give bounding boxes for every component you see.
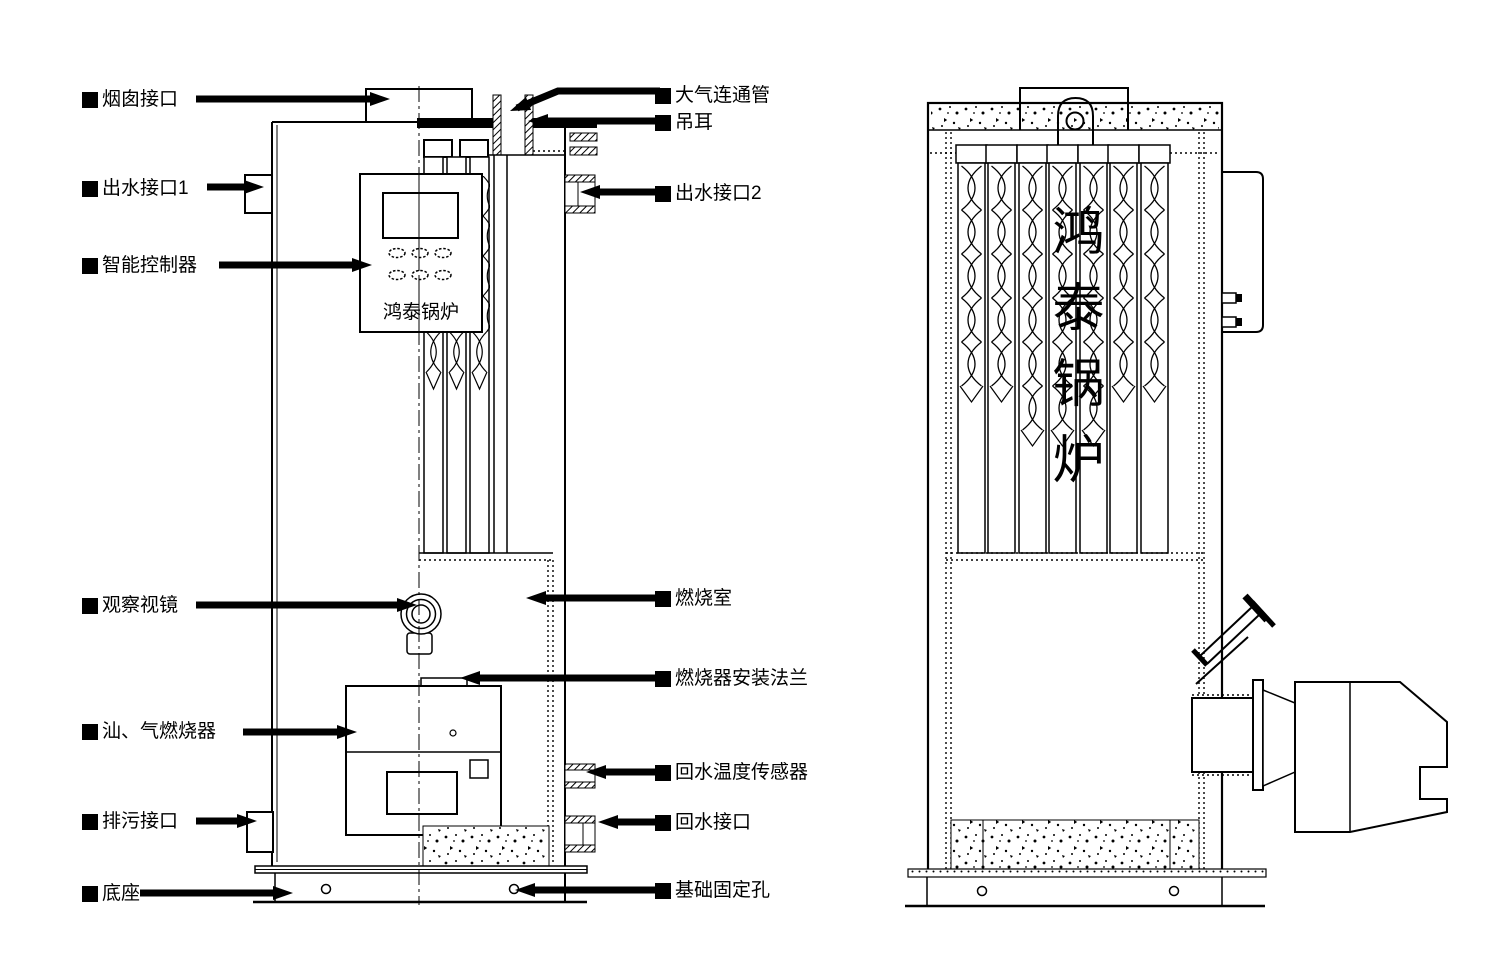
label-drain-connection: 排污接口 (82, 811, 178, 832)
controller-panel (359, 173, 483, 333)
right-boiler-exterior-drawing (905, 87, 1448, 908)
label-water-outlet-1: 出水接口1 (82, 178, 189, 199)
return-temp-sensor-nozzle (564, 763, 596, 789)
label-bullet (82, 91, 98, 108)
label-bullet (655, 882, 671, 899)
label-smart-controller: 智能控制器 (82, 255, 197, 276)
base-assembly (905, 868, 1267, 908)
burner-mounting-flange (420, 677, 468, 687)
water-jacket-wall (945, 132, 1205, 869)
refractory-layer (422, 825, 550, 871)
label-bullet (655, 114, 671, 131)
label-text: 底座 (102, 883, 141, 904)
burner-mount-box (1191, 697, 1254, 773)
label-text: 回水接口 (675, 812, 752, 833)
side-brand-text: 鸿泰锅炉 (1044, 204, 1102, 508)
label-oil-gas-burner: 汕、气燃烧器 (82, 721, 216, 742)
label-combustion-chamber: 燃烧室 (655, 588, 732, 609)
water-outlet-1-nozzle (244, 174, 273, 214)
label-text: 烟囱接口 (102, 89, 179, 110)
label-text: 燃烧器安装法兰 (675, 668, 809, 689)
label-bullet (655, 670, 671, 687)
label-bullet (655, 814, 671, 831)
tube-turbulators (425, 176, 490, 391)
label-bullet (655, 185, 671, 202)
label-text: 回水温度传感器 (675, 762, 809, 783)
heat-exchange-tubes (957, 162, 1169, 554)
atmosphere-pipe (492, 94, 534, 156)
controller-display (382, 192, 459, 239)
label-bullet (82, 885, 98, 902)
foundation-hole (320, 883, 332, 895)
burner-flange (1252, 679, 1264, 791)
label-return-water-connection: 回水接口 (655, 812, 751, 833)
left-boiler-section-drawing (244, 86, 598, 905)
label-water-outlet-2: 出水接口2 (655, 183, 762, 204)
label-base: 底座 (82, 883, 140, 904)
return-water-nozzle (564, 815, 596, 853)
label-text: 汕、气燃烧器 (102, 721, 217, 742)
label-atmosphere-pipe: 大气连通管 (655, 85, 770, 106)
burner-assembly (1191, 593, 1448, 833)
label-bullet (82, 180, 98, 197)
label-bullet (655, 87, 671, 104)
fuel-pipe (1199, 606, 1253, 657)
label-lifting-lug: 吊耳 (655, 112, 713, 133)
lifting-lug (1057, 96, 1094, 153)
refractory-layer (950, 819, 1200, 871)
tube-headers (955, 144, 1171, 164)
label-bullet (655, 590, 671, 607)
label-bullet (82, 257, 98, 274)
label-burner-mounting-flange: 燃烧器安装法兰 (655, 668, 808, 689)
leader-lines (140, 87, 660, 900)
top-cap (1019, 87, 1129, 130)
foundation-hole (976, 885, 988, 897)
label-foundation-hole: 基础固定孔 (655, 880, 770, 901)
drain-nozzle (246, 811, 274, 853)
foundation-hole (1168, 885, 1180, 897)
label-text: 观察视镜 (102, 595, 179, 616)
label-bullet (82, 813, 98, 830)
label-text: 智能控制器 (102, 255, 198, 276)
label-bullet (82, 723, 98, 740)
label-text: 出水接口2 (675, 183, 762, 204)
foundation-hole (508, 883, 520, 895)
label-bullet (655, 764, 671, 781)
label-chimney-connection: 烟囱接口 (82, 89, 178, 110)
label-text: 排污接口 (102, 811, 179, 832)
controller-brand-text: 鸿泰锅炉 (382, 302, 459, 323)
water-jacket-wall (419, 552, 554, 864)
top-right-connector (470, 132, 598, 156)
burner-body (1294, 681, 1448, 833)
control-bracket (1221, 171, 1264, 333)
label-return-water-temp-sensor: 回水温度传感器 (655, 762, 808, 783)
top-insulation-band (931, 106, 1219, 130)
oil-gas-burner (345, 685, 502, 836)
tube-turbulators (959, 165, 1167, 448)
label-bullet (82, 597, 98, 614)
label-text: 吊耳 (675, 112, 714, 133)
label-text: 出水接口1 (102, 178, 189, 199)
base-assembly (253, 865, 588, 904)
label-sight-glass: 观察视镜 (82, 595, 178, 616)
label-text: 大气连通管 (675, 85, 771, 106)
label-text: 燃烧室 (675, 588, 733, 609)
label-text: 基础固定孔 (675, 880, 771, 901)
controller-buttons (388, 247, 452, 281)
tube-headers (423, 139, 489, 158)
